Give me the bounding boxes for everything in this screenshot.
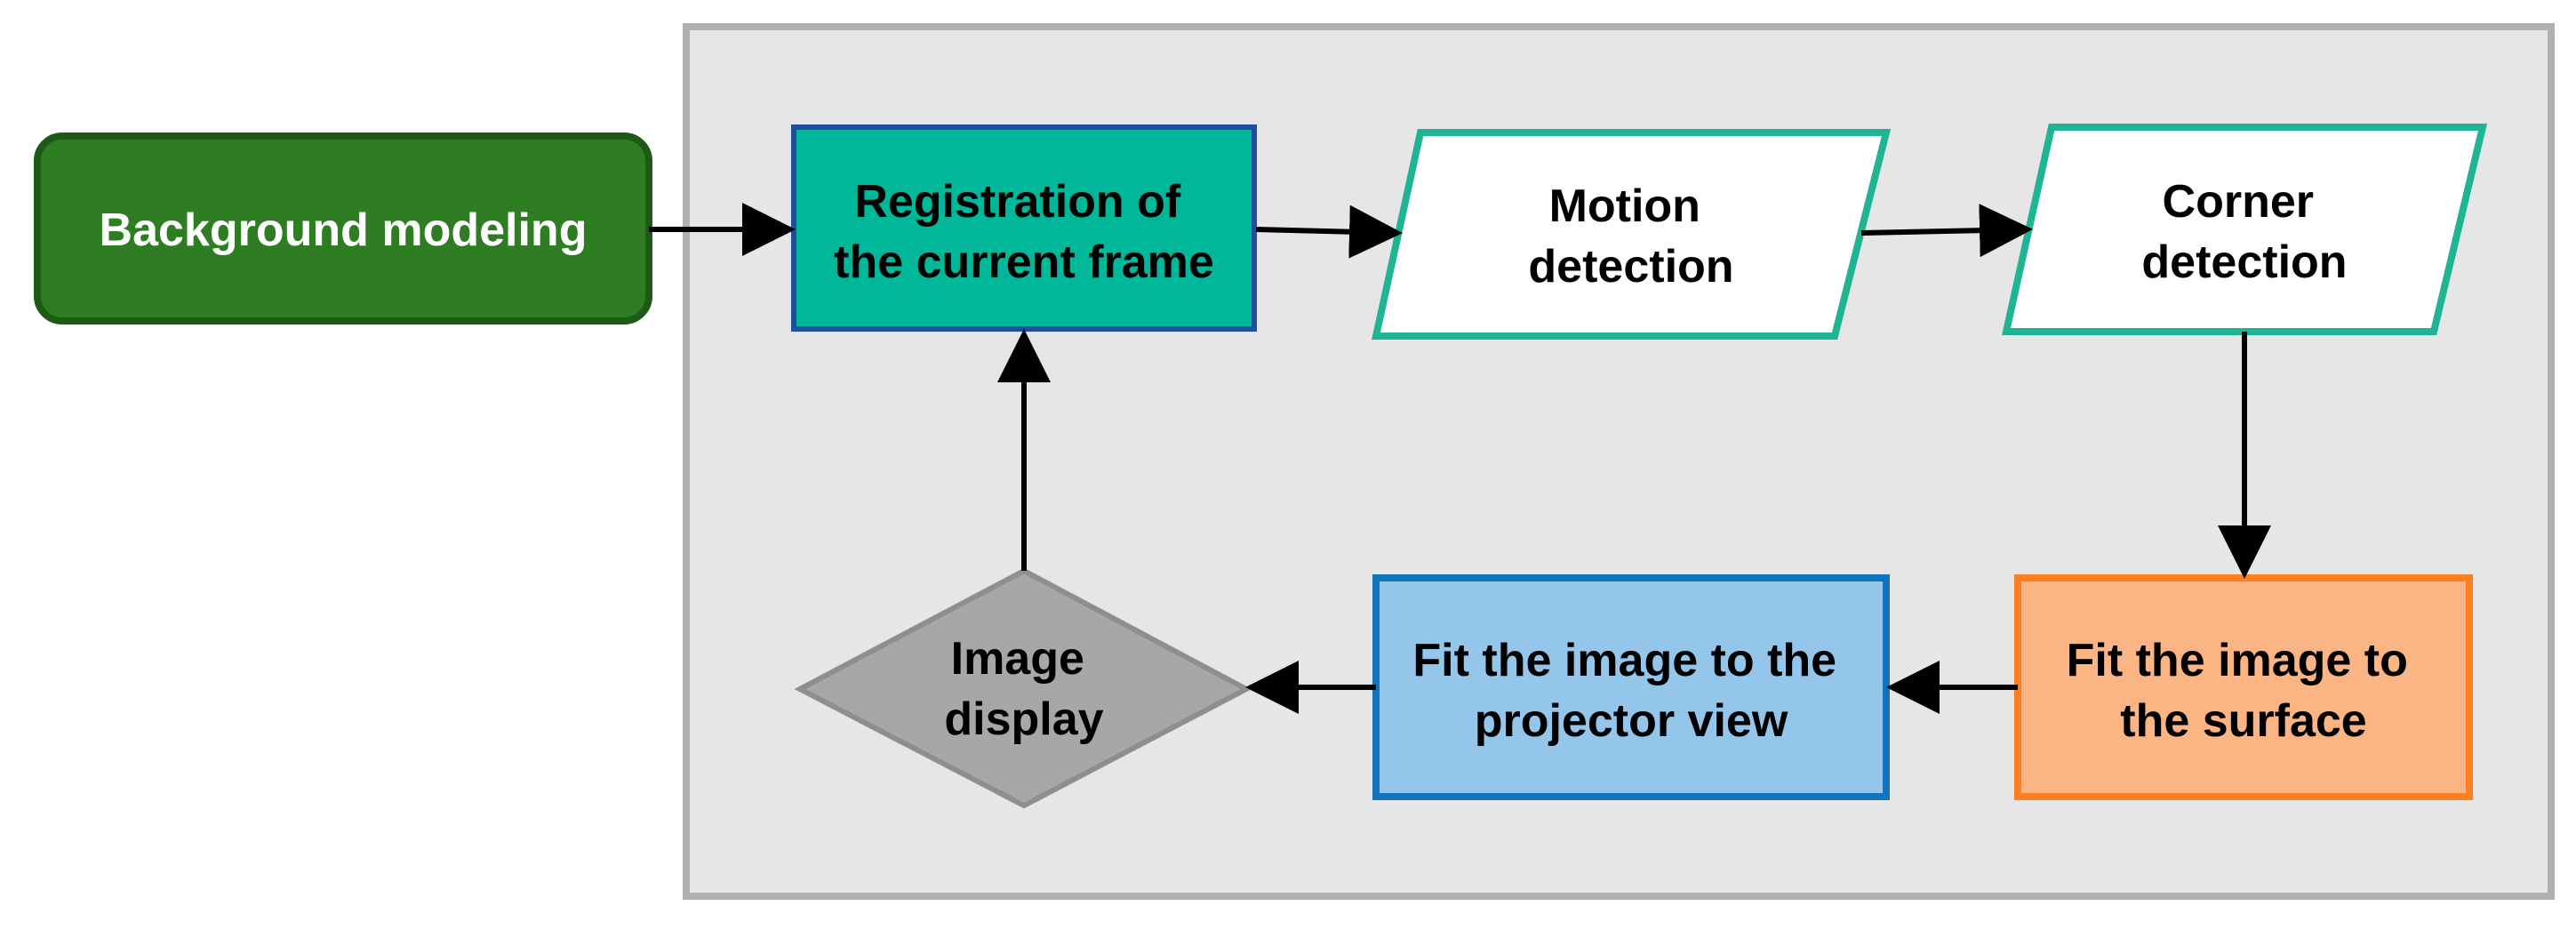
fit-surface-label: Fit the image to the surface — [2067, 635, 2421, 747]
arrow-registration-to-motion — [1255, 204, 1403, 259]
fit-projector-node: Fit the image to the projector view — [1372, 574, 1890, 800]
registration-line-1: Registration of — [854, 176, 1181, 228]
motion-detection-label: Motion detection — [1528, 180, 1733, 293]
image-display-label: Image display — [944, 633, 1103, 745]
background-modeling-line-1: Background modeling — [100, 204, 588, 256]
corner-detection-shape — [2002, 124, 2488, 335]
image-display-line-2: display — [944, 693, 1103, 745]
motion-detection-shape — [1372, 129, 1892, 340]
corner-detection-node: Corner detection — [2002, 124, 2488, 335]
registration-shape — [791, 124, 1257, 332]
motion-detection-line-2: detection — [1528, 241, 1733, 293]
motion-detection-node: Motion detection — [1372, 129, 1892, 340]
corner-detection-label: Corner detection — [2141, 176, 2347, 288]
registration-line-2: the current frame — [834, 237, 1214, 288]
fit-surface-node: Fit the image to the surface — [2014, 574, 2473, 800]
fit-projector-line-1: Fit the image to the — [1412, 635, 1836, 686]
fit-surface-line-2: the surface — [2120, 695, 2366, 747]
registration-node: Registration of the current frame — [791, 124, 1257, 332]
fit-surface-line-1: Fit the image to — [2067, 635, 2408, 686]
corner-detection-line-2: detection — [2141, 237, 2347, 288]
fit-projector-label: Fit the image to the projector view — [1412, 635, 1849, 747]
motion-detection-line-1: Motion — [1549, 180, 1700, 232]
registration-label: Registration of the current frame — [834, 176, 1214, 288]
image-display-node: Image display — [794, 567, 1252, 809]
corner-detection-line-1: Corner — [2163, 176, 2314, 228]
arrow-motion-to-corner — [1860, 204, 2033, 258]
fit-projector-line-2: projector view — [1475, 695, 1788, 747]
fit-surface-shape — [2014, 574, 2473, 800]
background-modeling-label: Background modeling — [100, 204, 588, 256]
image-display-line-1: Image — [951, 633, 1084, 685]
image-display-shape — [794, 567, 1252, 809]
fit-projector-shape — [1372, 574, 1890, 800]
background-modeling-node: Background modeling — [34, 132, 652, 325]
